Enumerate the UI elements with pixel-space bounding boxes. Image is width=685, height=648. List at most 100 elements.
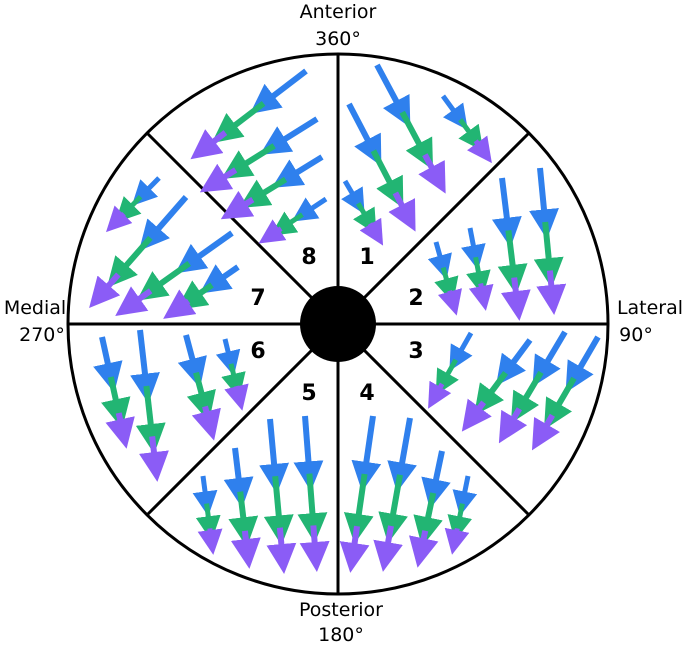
label-anterior: Anterior [300, 1, 377, 23]
purple-arrow-segment [190, 129, 228, 160]
purple-arrow-segment [536, 270, 567, 315]
green-arrow-segment [413, 492, 443, 547]
purple-arrow-segment [500, 277, 531, 321]
green-arrow-segment [297, 473, 328, 544]
purple-arrow-segment [89, 272, 121, 309]
motion-arrow-sector-3 [531, 335, 601, 451]
green-arrow-segment [238, 176, 288, 209]
blue-arrow-segment [427, 241, 452, 280]
divider-posteromedial [145, 322, 340, 517]
blue-arrow-segment [341, 179, 365, 215]
green-arrow-segment [510, 370, 544, 424]
blue-arrow-segment [461, 227, 486, 270]
blue-arrow-segment [291, 196, 328, 222]
blue-arrow-segment [249, 68, 308, 114]
blue-arrow-segment [131, 176, 161, 206]
motion-arrow-sector-1 [440, 94, 492, 164]
purple-arrow-segment [230, 530, 261, 569]
blue-arrow-segment [199, 264, 240, 294]
blue-arrow-segment [532, 330, 568, 387]
green-arrow-segment [434, 266, 459, 303]
motion-arrow-sector-6 [93, 336, 135, 449]
motion-arrow-sector-8 [190, 68, 308, 160]
label-medial: Medial [4, 297, 66, 319]
motion-arrow-sector-5 [259, 418, 297, 574]
purple-arrow-segment [418, 153, 446, 194]
green-arrow-segment [136, 260, 191, 301]
green-arrow-segment [195, 503, 221, 542]
motion-arrow-sector-3 [498, 330, 568, 444]
label-lateral-degrees: 90° [619, 324, 653, 346]
green-arrow-segment [343, 473, 374, 544]
motion-arrow-sector-4 [444, 475, 478, 555]
motion-arrow-sector-6 [215, 338, 249, 411]
sector-number-1: 1 [359, 245, 374, 270]
blue-arrow-segment [192, 475, 218, 517]
blue-arrow-segment [223, 447, 254, 508]
purple-arrow-segment [115, 286, 153, 316]
green-arrow-segment [270, 211, 304, 236]
green-arrow-segment [474, 371, 509, 416]
purple-arrow-segment [139, 436, 169, 482]
blue-arrow-segment [138, 195, 189, 251]
green-arrow-segment [221, 143, 276, 179]
sector-number-4: 4 [359, 381, 374, 406]
blue-arrow-segment [259, 418, 290, 494]
blue-arrow-segment [452, 475, 478, 517]
green-arrow-segment [135, 385, 166, 454]
purple-arrow-segment [467, 135, 492, 164]
motion-arrow-sector-5 [293, 415, 330, 572]
motion-arrow-sector-4 [373, 417, 417, 572]
purple-arrow-segment [220, 190, 255, 220]
purple-arrow-segment [224, 383, 249, 411]
divider-anteromedial [145, 131, 340, 326]
green-arrow-segment [399, 110, 434, 170]
green-arrow-segment [370, 149, 404, 209]
green-arrow-segment [497, 230, 528, 295]
motion-arrow-sector-7 [89, 195, 189, 309]
purple-arrow-segment [106, 205, 133, 233]
sector-number-5: 5 [301, 381, 316, 406]
purple-arrow-segment [461, 398, 492, 432]
blue-arrow-segment [175, 230, 234, 274]
motion-arrow-sector-4 [339, 415, 382, 573]
purple-arrow-segment [428, 380, 452, 409]
green-arrow-segment [106, 235, 153, 288]
green-arrow-segment [221, 363, 246, 399]
purple-arrow-segment [388, 191, 416, 232]
sector-number-8: 8 [301, 245, 316, 270]
purple-arrow-segment [437, 288, 462, 316]
purple-arrow-segment [359, 217, 384, 246]
divider-posterolateral [336, 322, 531, 517]
label-anterior-degrees: 360° [315, 28, 361, 50]
motion-arrow-sector-3 [461, 338, 533, 432]
green-arrow-segment [228, 491, 259, 548]
green-arrow-segment [353, 202, 377, 235]
motion-arrow-sector-8 [220, 154, 324, 220]
sector-dividers [68, 54, 608, 594]
blue-arrow-segment [346, 102, 382, 167]
motion-arrow-sector-5 [223, 447, 261, 569]
green-arrow-segment [211, 101, 266, 144]
green-arrow-segment [447, 503, 473, 542]
green-arrow-segment [533, 221, 564, 288]
purple-arrow-segment [409, 530, 439, 568]
green-arrow-segment [263, 475, 294, 546]
motion-arrow-sector-2 [461, 227, 494, 311]
blue-arrow-segment [449, 331, 474, 372]
motion-arrows [89, 63, 601, 574]
motion-arrow-sector-2 [491, 177, 531, 321]
purple-arrow-segment [258, 219, 287, 244]
motion-arrow-sector-7 [106, 176, 161, 233]
green-arrow-segment [543, 376, 577, 430]
blue-arrow-segment [440, 94, 468, 131]
purple-arrow-segment [197, 528, 223, 555]
motion-arrow-sector-1 [346, 102, 416, 232]
sector-number-7: 7 [250, 286, 265, 311]
motion-arrow-sector-3 [428, 331, 474, 409]
blue-arrow-segment [565, 335, 601, 393]
purple-arrow-segment [444, 527, 470, 555]
blue-arrow-segment [271, 154, 324, 188]
motion-arrow-sector-1 [341, 179, 384, 246]
